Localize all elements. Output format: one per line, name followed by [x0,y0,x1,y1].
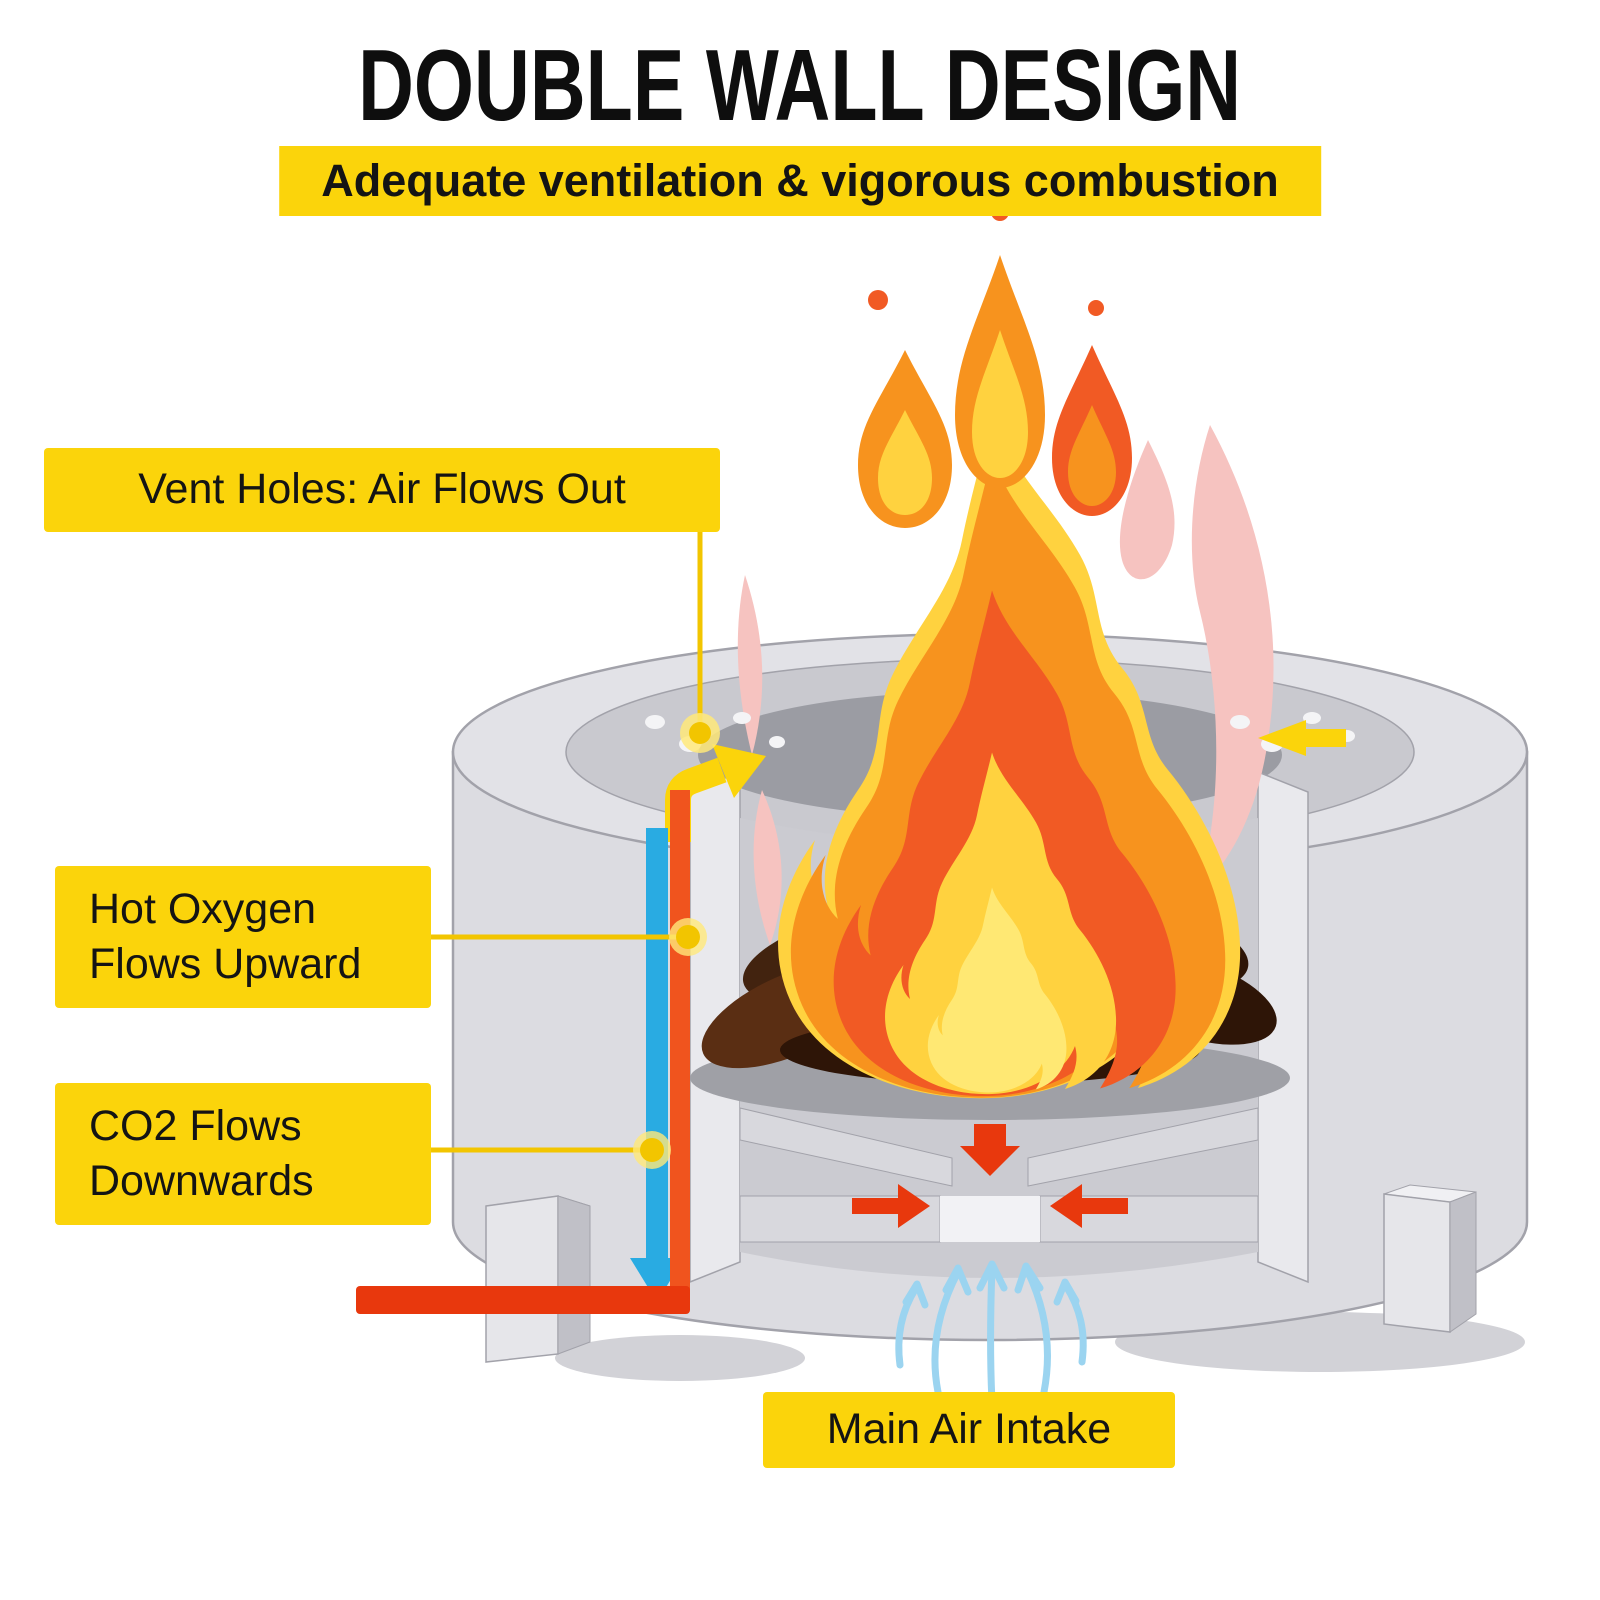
label-vent-holes-text: Vent Holes: Air Flows Out [138,465,626,514]
subtitle-banner: Adequate ventilation & vigorous combusti… [279,146,1321,216]
intake-arrows [895,1260,1087,1406]
title-text: DOUBLE WALL DESIGN [358,29,1242,143]
connector-hot-oxygen [398,918,707,956]
hot-air-flow-line [356,790,690,1314]
connector-vent [680,532,720,753]
small-flames [858,203,1132,528]
label-vent-holes: Vent Holes: Air Flows Out [44,448,720,532]
label-co2-line1: CO2 Flows [89,1102,302,1150]
connector-co2 [398,1131,671,1169]
vent-arrow-right [1258,720,1346,756]
smoke-wisps [737,425,1274,945]
label-hot-oxygen: Hot Oxygen Flows Upward [55,866,431,1009]
label-hot-oxygen-line1: Hot Oxygen [89,885,317,933]
air-funnel [739,1107,1259,1187]
label-main-air-intake-text: Main Air Intake [826,1405,1112,1454]
base-plate [739,1195,1259,1243]
label-main-air-intake: Main Air Intake [763,1392,1175,1468]
red-airflow-arrows [852,1124,1128,1228]
label-hot-oxygen-line2: Flows Upward [89,940,362,989]
label-co2: CO2 Flows Downwards [55,1083,431,1226]
page-title: DOUBLE WALL DESIGN [0,30,1600,142]
support-leg-right [1383,1184,1477,1333]
label-co2-line2: Downwards [89,1157,314,1206]
support-leg-left [485,1195,591,1363]
